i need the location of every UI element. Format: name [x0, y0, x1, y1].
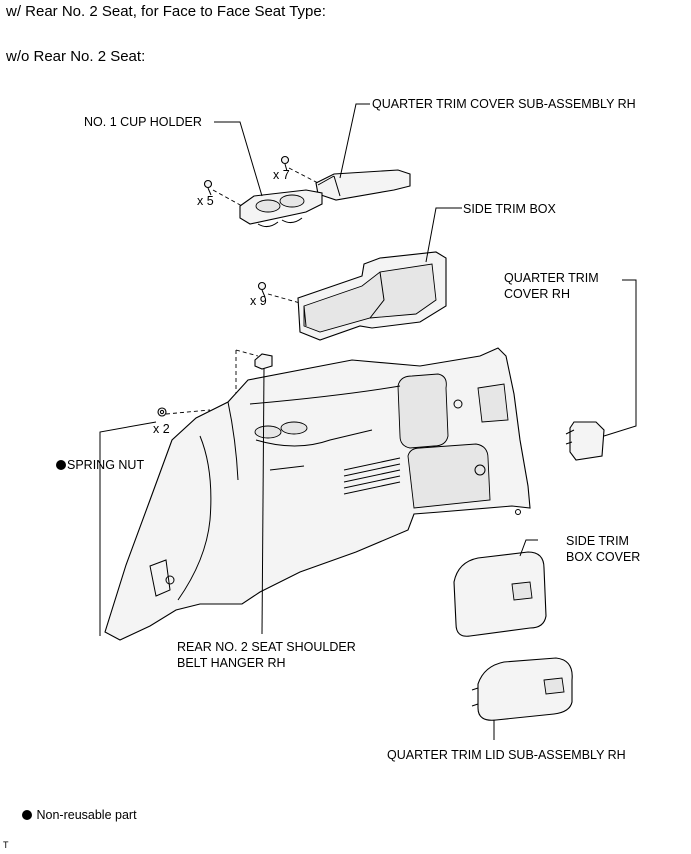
label-spring-nut-text: SPRING NUT — [67, 458, 145, 472]
corner-mark: T — [3, 840, 9, 850]
label-quarter-trim-cover-rh: QUARTER TRIM COVER RH — [504, 270, 599, 302]
legend-non-reusable-text: Non-reusable part — [36, 808, 137, 822]
qty-x9: x 9 — [250, 294, 267, 308]
side-trim-box — [297, 251, 447, 341]
quarter-trim-panel — [104, 347, 531, 641]
clip-group-x7 — [280, 155, 290, 172]
clip-group-x9 — [257, 281, 267, 298]
label-quarter-trim-lid: QUARTER TRIM LID SUB-ASSEMBLY RH — [387, 748, 626, 762]
heading-face-to-face: w/ Rear No. 2 Seat, for Face to Face Sea… — [6, 3, 326, 20]
heading-without-seat: w/o Rear No. 2 Seat: — [6, 48, 146, 65]
quarter-trim-cover-rh — [565, 421, 605, 461]
label-quarter-trim-cover-rh-line2: COVER RH — [504, 287, 570, 301]
label-belt-hanger: REAR NO. 2 SEAT SHOULDER BELT HANGER RH — [177, 639, 356, 671]
label-quarter-trim-cover-rh-line1: QUARTER TRIM — [504, 271, 599, 285]
quarter-trim-lid — [471, 657, 573, 721]
label-belt-hanger-line1: REAR NO. 2 SEAT SHOULDER — [177, 640, 356, 654]
qty-x7: x 7 — [273, 168, 290, 182]
label-side-trim-box: SIDE TRIM BOX — [463, 202, 556, 216]
qty-x2: x 2 — [153, 422, 170, 436]
legend-dot-icon — [22, 810, 32, 820]
quarter-trim-cover-sub-assembly — [315, 169, 411, 201]
label-quarter-trim-cover-sub-assembly: QUARTER TRIM COVER SUB-ASSEMBLY RH — [372, 97, 636, 111]
belt-hanger-rh — [254, 353, 273, 370]
label-side-trim-box-cover-line2: BOX COVER — [566, 550, 641, 564]
legend-non-reusable: Non-reusable part — [22, 808, 137, 822]
label-cup-holder: NO. 1 CUP HOLDER — [84, 115, 202, 129]
spring-nut-part — [157, 407, 167, 417]
label-side-trim-box-cover-line1: SIDE TRIM — [566, 534, 629, 548]
label-belt-hanger-line2: BELT HANGER RH — [177, 656, 286, 670]
label-spring-nut: SPRING NUT — [56, 457, 144, 473]
cup-holder — [239, 189, 323, 228]
clip-group-x5 — [203, 179, 213, 196]
qty-x5: x 5 — [197, 194, 214, 208]
side-trim-box-cover — [453, 551, 547, 637]
label-side-trim-box-cover: SIDE TRIM BOX COVER — [566, 533, 640, 565]
non-reusable-dot-icon — [56, 460, 66, 470]
